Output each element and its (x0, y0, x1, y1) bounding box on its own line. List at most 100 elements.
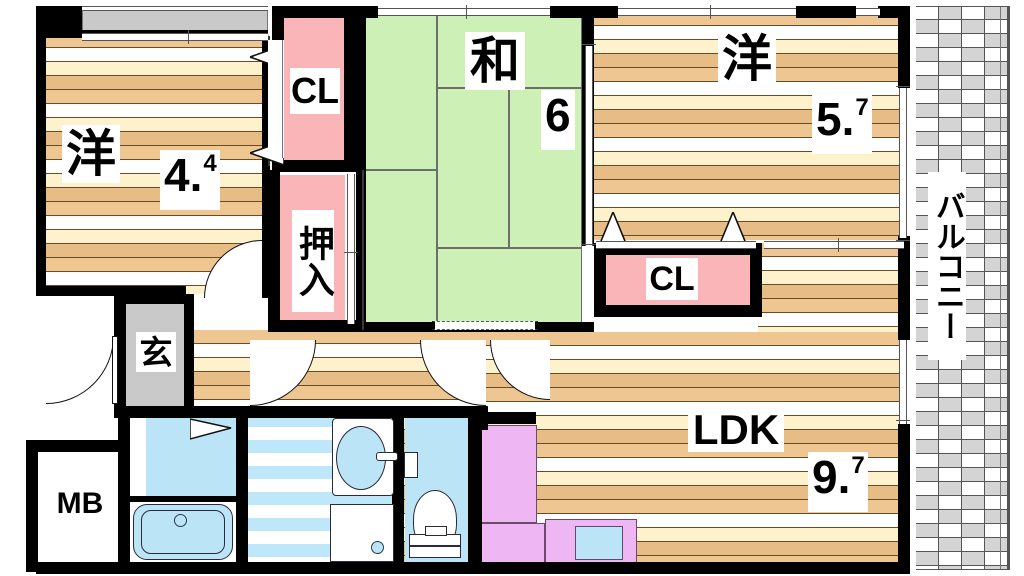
tatami-mat-2 (365, 170, 437, 330)
window-ldk-upper-right[interactable] (764, 241, 904, 249)
toilet-tank (404, 452, 418, 478)
wall-genkan-top (114, 294, 194, 304)
label-balcony: バルコニー (928, 172, 966, 360)
wall-bath-right (236, 412, 248, 570)
oshiire-door-tick (344, 252, 358, 253)
wall-oshiire-left (268, 170, 280, 332)
wall-yoshitsu-right-outer-2 (898, 236, 910, 340)
size-washitsu: 6 (541, 90, 575, 150)
wall-yoshitsu-right-outer (898, 6, 910, 88)
wall-kitchen-top (472, 412, 536, 424)
wall-cl-right (344, 6, 356, 170)
wall-corridor-bottom (114, 406, 488, 418)
cl-top-door-frame-upper (268, 40, 284, 158)
balcony-door-ldk[interactable] (899, 340, 907, 424)
wall-yoshitsu-right-top-left (594, 6, 618, 18)
label-mb: MB (56, 487, 104, 521)
label-yoshitsu-right: 洋 (718, 30, 776, 88)
bath-door-indicator[interactable] (190, 418, 232, 440)
window-yoshitsu-right-tick (710, 5, 711, 19)
cl-right-folding-door-right[interactable] (718, 212, 748, 246)
kitchen-counter-lower (481, 523, 545, 567)
wall-cl-right-left (594, 243, 606, 317)
bath-entry-strip (128, 414, 146, 500)
sliding-door-oshiire[interactable] (347, 174, 355, 324)
wall-ldk-right-outer (898, 424, 910, 570)
wall-mb-top (26, 440, 130, 452)
toilet-lid-notch (425, 526, 447, 536)
wall-right-of-left-room (262, 36, 270, 192)
tatami-mat-1 (365, 10, 437, 170)
sliding-door-washitsu-right-tick (582, 244, 596, 245)
cl-right-door-track[interactable] (596, 241, 756, 249)
bathtub-drain (174, 514, 187, 527)
balcony-outer-rail (1008, 6, 1010, 570)
wall-washitsu-left (356, 6, 366, 332)
size-yoshitsu-left: 4.4 (160, 150, 220, 210)
balcony-door-tick-1 (896, 240, 910, 241)
wall-genkan-right (184, 294, 194, 416)
balcony-door-ldk-tick (896, 420, 910, 421)
size-ldk-sup: 7 (851, 452, 865, 479)
wall-bath-tub-divider (128, 496, 238, 502)
cl-top-door-frame-line (282, 40, 283, 158)
sliding-door-washitsu-right[interactable] (585, 46, 593, 246)
wall-washitsu-top-left (356, 6, 378, 18)
tatami-mat-6 (437, 248, 582, 330)
sliding-door-washitsu-right-tick-top (582, 44, 596, 45)
wall-oshiire-bottom (268, 320, 364, 332)
size-yoshitsu-right-int: 5. (816, 93, 855, 145)
label-washitsu: 和 (465, 32, 525, 90)
wall-cl-top (272, 6, 352, 18)
balcony-door-yoshitsu-right[interactable] (899, 88, 907, 238)
wall-wash-right (392, 412, 404, 570)
washing-machine (330, 504, 394, 562)
label-cl-top: CL (290, 68, 340, 114)
size-ldk: 9.7 (808, 452, 868, 512)
size-yoshitsu-right-sup: 7 (855, 94, 869, 121)
balcony-rail-inner (1000, 6, 1001, 570)
wall-kitchen-left (472, 412, 482, 564)
window-washitsu-top[interactable] (378, 8, 550, 16)
label-cl-right: CL (646, 258, 698, 300)
tatami-mat-4 (437, 88, 509, 248)
basin-faucet (376, 452, 398, 461)
kitchen-sink (575, 526, 623, 560)
wall-cl-right-bottom (594, 305, 762, 317)
window-left-room-top[interactable] (82, 33, 268, 41)
label-yoshitsu-left: 洋 (62, 125, 120, 183)
wall-left-room-lower-right (262, 168, 270, 298)
toilet-foot (409, 546, 461, 558)
wall-mb-left (26, 440, 38, 572)
size-ldk-int: 9. (812, 451, 851, 503)
window-left-room-outer[interactable] (82, 6, 268, 11)
wall-cl-right-rightside (750, 243, 762, 317)
room-floor-ldk-upper-right (758, 243, 907, 333)
window-left-room-tick (188, 30, 189, 44)
balcony-door-tick-0 (896, 86, 910, 87)
balcony-top-rail (916, 6, 1010, 7)
wall-yoshitsu-right-top-mid (796, 6, 856, 18)
window-yoshitsu-right-top-2[interactable] (856, 8, 880, 16)
washing-machine-drain (371, 541, 384, 554)
size-yoshitsu-left-sup: 4 (203, 150, 217, 177)
balcony-bottom-rail (916, 569, 1010, 570)
kitchen-counter-vertical (481, 425, 537, 523)
label-genkan: 玄 (136, 332, 176, 372)
cl-right-folding-door-left[interactable] (598, 212, 628, 246)
wall-bath-left (118, 412, 130, 570)
entry-door-swing[interactable] (46, 336, 114, 404)
wall-cl-bottom (272, 160, 356, 172)
window-washitsu-tick (466, 5, 467, 19)
label-ldk: LDK (688, 408, 784, 452)
window-ldk-upper-right-tick (838, 238, 839, 252)
wall-left-outer (36, 30, 46, 296)
wall-left-room-bottom (36, 286, 186, 296)
size-yoshitsu-left-int: 4. (164, 149, 203, 201)
entry-door-leaf[interactable] (112, 336, 118, 404)
window-yoshitsu-right-top[interactable] (618, 8, 796, 16)
size-yoshitsu-right: 5.7 (812, 94, 872, 154)
partition-washitsu-slide (362, 170, 364, 330)
sliding-door-washitsu-bottom[interactable] (432, 321, 538, 330)
